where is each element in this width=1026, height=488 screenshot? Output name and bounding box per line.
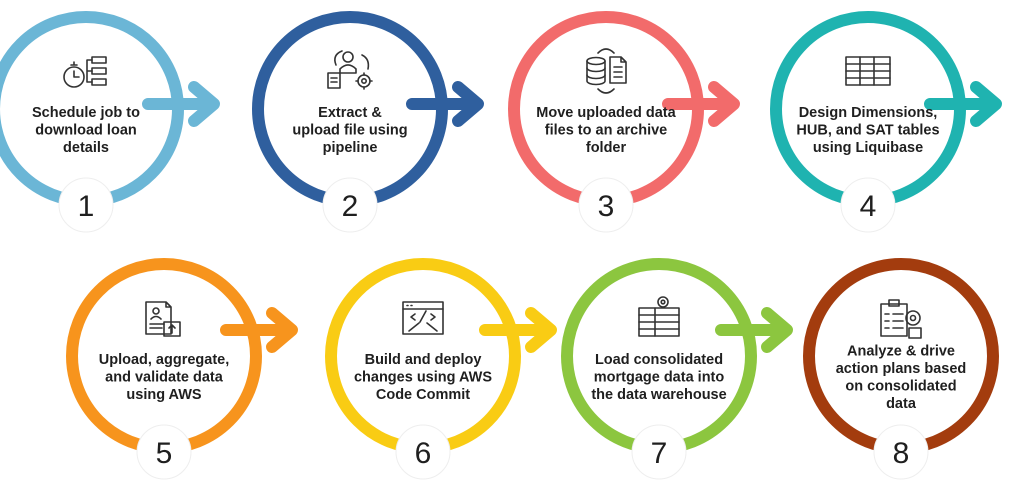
- step-3-number: 3: [598, 190, 615, 223]
- step-6-label-line: Build and deploy: [365, 352, 482, 368]
- process-step-4: Design Dimensions, HUB, and SAT tablesusi…: [770, 11, 1002, 233]
- step-6-label-line: Code Commit: [376, 387, 470, 403]
- clock-checklist-icon: [63, 56, 107, 88]
- step-4-number: 4: [860, 190, 877, 223]
- step-8-label-line: action plans based: [836, 361, 967, 377]
- database-transfer-icon: [586, 48, 627, 94]
- step-1-number: 1: [78, 190, 95, 223]
- step-3-label-line: files to an archive: [545, 123, 668, 139]
- step-7-label-line: mortgage data into: [594, 370, 725, 386]
- step-8-label-line: data: [886, 396, 917, 412]
- step-4-label-line: Design Dimensions,: [799, 105, 938, 121]
- step-6-number: 6: [415, 437, 432, 470]
- step-2-label-line: pipeline: [323, 140, 378, 156]
- step-5-label-line: using AWS: [126, 387, 202, 403]
- step-5-arrow: [220, 307, 298, 353]
- process-step-3: Move uploaded data files to an archivefol…: [508, 11, 740, 233]
- step-6-arrow: [479, 307, 557, 353]
- step-3-label-line: Move uploaded data: [536, 105, 676, 121]
- step-8-label-line: on consolidated: [845, 378, 956, 394]
- step-5-label-line: Upload, aggregate,: [99, 352, 230, 368]
- step-1-label-line: details: [63, 140, 109, 156]
- step-5-number: 5: [156, 437, 173, 470]
- step-1-label-line: download loan: [35, 123, 137, 139]
- worker-gear-icon: [327, 50, 373, 90]
- step-8-label-line: Analyze & drive: [847, 343, 955, 359]
- step-1-arrow: [142, 81, 220, 127]
- step-7-label-line: Load consolidated: [595, 352, 723, 368]
- server-gear-icon: [638, 296, 680, 337]
- process-step-5: Upload, aggregate, and validate datausing…: [66, 258, 298, 480]
- step-7-number: 7: [651, 437, 668, 470]
- step-3-arrow: [662, 81, 740, 127]
- code-tools-icon: [402, 301, 444, 335]
- step-6-label-line: changes using AWS: [354, 370, 492, 386]
- step-8-number-badge: [873, 424, 929, 480]
- table-grid-icon: [845, 56, 891, 86]
- step-4-arrow: [924, 81, 1002, 127]
- step-4-label-line: HUB, and SAT tables: [796, 123, 939, 139]
- step-7-label-line: the data warehouse: [591, 387, 726, 403]
- step-2-label-line: upload file using: [292, 123, 407, 139]
- clipboard-analysis-icon: [880, 299, 922, 339]
- step-2-number: 2: [342, 190, 359, 223]
- step-8-number: 8: [893, 437, 910, 470]
- step-7-arrow: [715, 307, 793, 353]
- step-1-label-line: Schedule job to: [32, 105, 140, 121]
- step-5-number-badge: [136, 424, 192, 480]
- step-1-number-badge: [58, 177, 114, 233]
- step-2-arrow: [406, 81, 484, 127]
- step-4-number-badge: [840, 177, 896, 233]
- step-3-number-badge: [578, 177, 634, 233]
- step-4-label-line: using Liquibase: [813, 140, 923, 156]
- step-5-label-line: and validate data: [105, 370, 224, 386]
- step-2-label-line: Extract &: [318, 105, 382, 121]
- step-6-number-badge: [395, 424, 451, 480]
- document-upload-icon: [145, 301, 181, 337]
- step-3-label-line: folder: [586, 140, 627, 156]
- step-7-number-badge: [631, 424, 687, 480]
- step-2-number-badge: [322, 177, 378, 233]
